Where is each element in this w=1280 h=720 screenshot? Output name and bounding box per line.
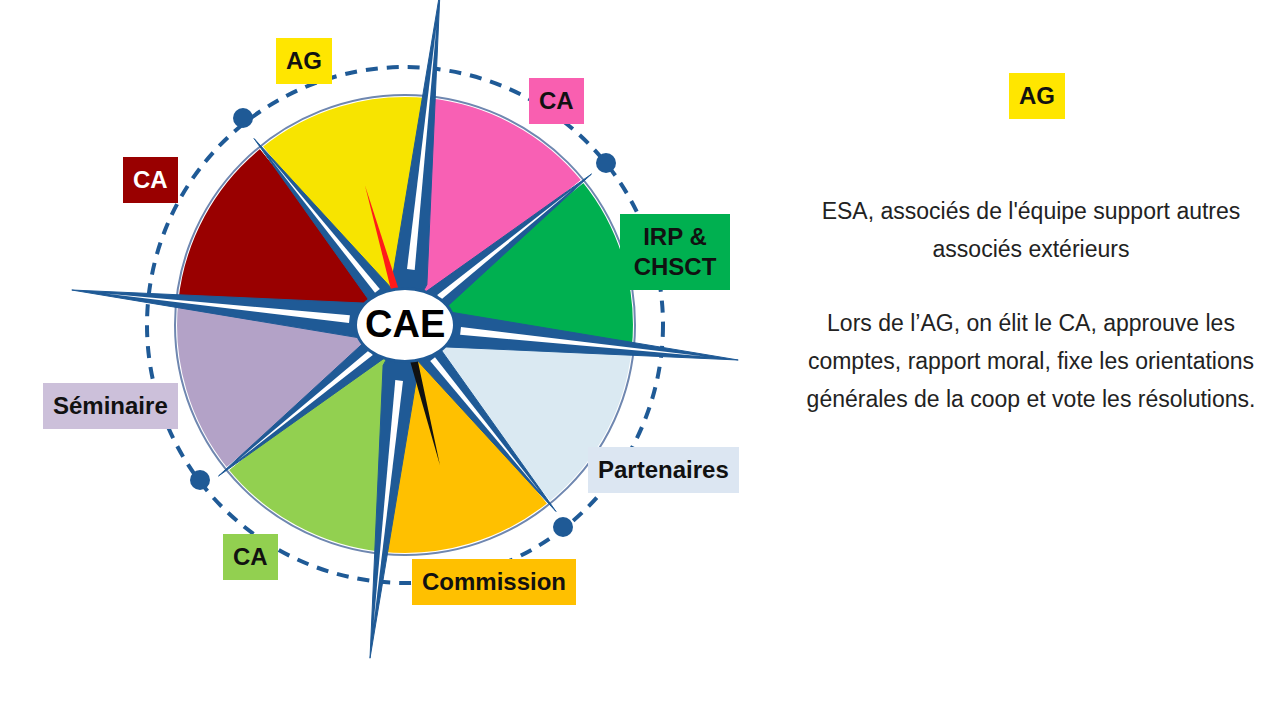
label-box: CA (223, 534, 278, 580)
node-label: Partenaires (598, 455, 729, 485)
node-label: CA (133, 165, 168, 195)
ring-dot (233, 108, 253, 128)
star-stripe (237, 350, 373, 461)
star-stripe (460, 327, 705, 357)
notes-panel: ESA, associés de l'équipe support autres… (800, 192, 1262, 454)
label-box: Partenaires (588, 447, 739, 493)
center-circle: CAE (354, 287, 456, 363)
star-stripe (105, 294, 350, 324)
center-label: CAE (365, 301, 445, 349)
label-box: Séminaire (43, 383, 178, 429)
node-label: Séminaire (53, 391, 168, 421)
star-arm (370, 325, 418, 658)
star-stripe (269, 157, 380, 293)
node-label: Commission (422, 567, 566, 597)
pie-sectors (175, 95, 635, 555)
node-label: IRP & CHSCT (630, 222, 720, 282)
ring-dot (190, 470, 210, 490)
node-label: AG (1019, 81, 1055, 111)
star-arm (392, 0, 440, 325)
compass-star (72, 0, 738, 658)
label-box: AG (276, 38, 332, 84)
note-text: Lors de l’AG, on élit le CA, approuve le… (800, 304, 1262, 418)
star-stripe (407, 25, 437, 270)
node-label: CA (539, 86, 574, 116)
star-stripe (430, 357, 541, 493)
node-label: AG (286, 46, 322, 76)
label-box: CA (123, 157, 178, 203)
ring-dot (596, 153, 616, 173)
heading-box: AG (1009, 73, 1065, 119)
pie-outline (175, 95, 635, 555)
label-box: Commission (412, 559, 576, 605)
star-stripe (374, 380, 404, 625)
dashed-ring (147, 67, 663, 583)
star-stripe (437, 189, 573, 300)
node-label: CA (233, 542, 268, 572)
label-box: IRP & CHSCT (620, 214, 730, 290)
ring-dots (190, 108, 616, 537)
note-text: ESA, associés de l'équipe support autres… (800, 192, 1262, 268)
label-box: CA (529, 78, 584, 124)
ring-dot (553, 517, 573, 537)
